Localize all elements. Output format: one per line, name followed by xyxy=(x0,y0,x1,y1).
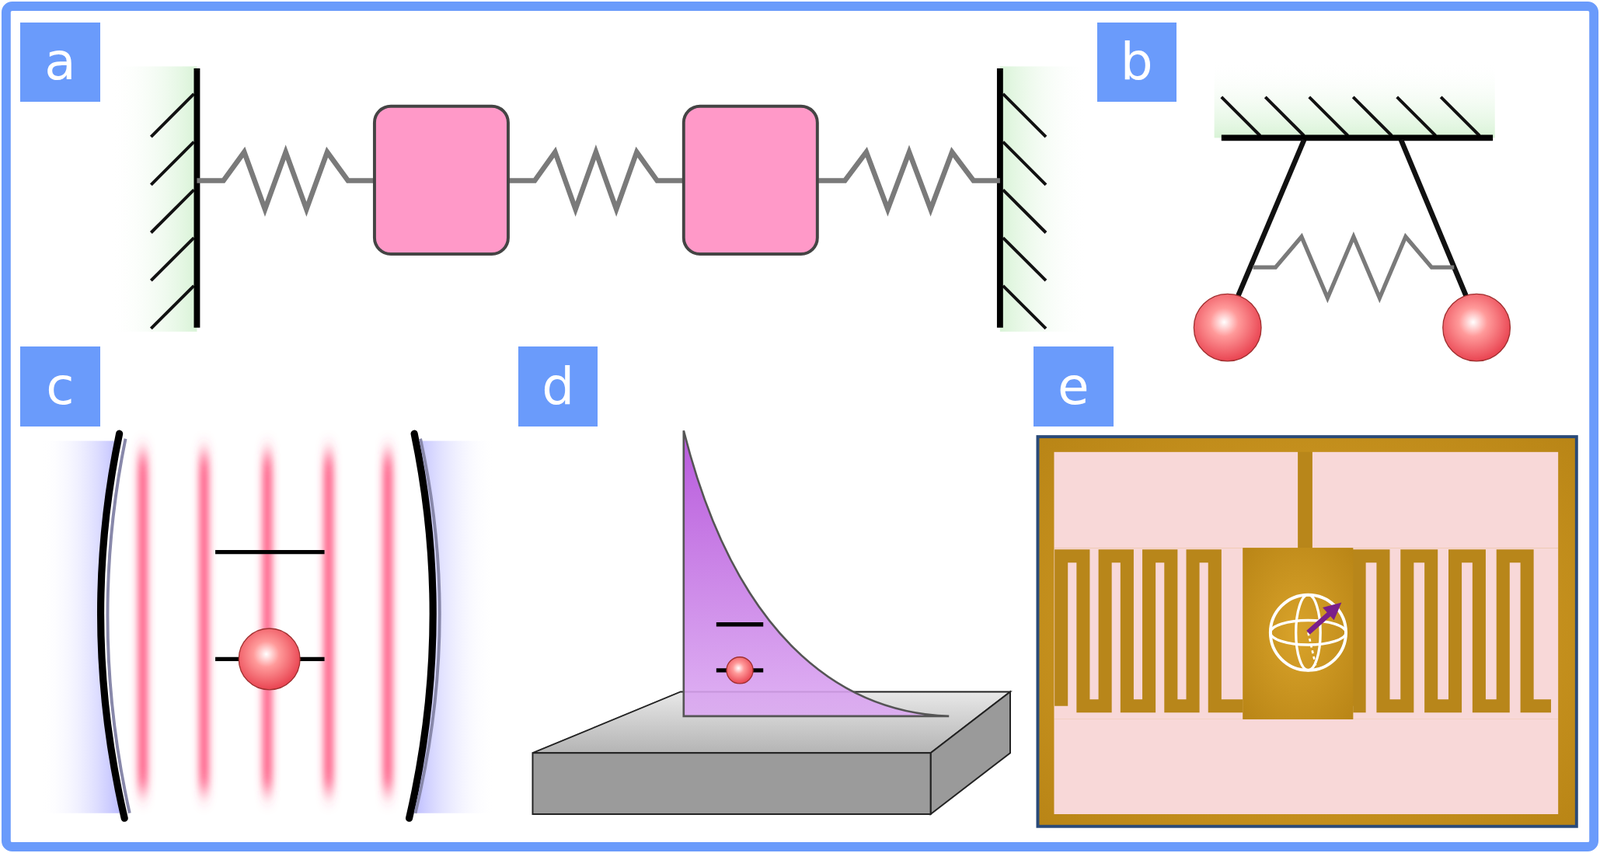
pad xyxy=(1312,452,1559,548)
pendulum-bob xyxy=(1443,293,1511,362)
wall-hatch xyxy=(150,285,194,329)
mass-block xyxy=(374,106,509,255)
ceiling-hatch xyxy=(1397,97,1437,136)
wall-hatch xyxy=(1003,237,1046,281)
standing-wave xyxy=(199,453,209,791)
pad xyxy=(1053,452,1298,548)
panel-letter: d xyxy=(541,361,575,413)
standing-wave xyxy=(139,453,148,791)
ceiling-hatch xyxy=(1221,97,1261,136)
ceiling-shade xyxy=(1214,61,1496,138)
ceiling-hatch xyxy=(1309,97,1349,136)
panel-label: e xyxy=(1033,346,1113,426)
atom xyxy=(726,657,753,684)
interdigitated-gap xyxy=(1061,556,1244,707)
panel-letter: a xyxy=(44,36,76,88)
comb-region xyxy=(1352,547,1559,720)
mass-block xyxy=(683,106,818,255)
wall-shade xyxy=(1000,66,1088,332)
substrate-front xyxy=(532,752,931,815)
spring xyxy=(508,152,684,210)
comb-region xyxy=(1053,547,1243,720)
wall xyxy=(193,68,200,328)
evanescent-coupling xyxy=(532,430,1011,815)
wall-hatch xyxy=(1003,142,1046,185)
wall-hatch xyxy=(1003,285,1046,329)
outer-frame xyxy=(6,6,1594,848)
standing-wave xyxy=(383,453,393,791)
panel-label: a xyxy=(20,22,100,102)
pad xyxy=(1053,719,1559,815)
mirror-edge xyxy=(107,439,129,814)
pendulum-rod xyxy=(1401,139,1473,312)
bloch-sphere xyxy=(1270,595,1346,671)
energy-level xyxy=(716,622,764,627)
pendulum-rod xyxy=(1231,139,1304,312)
panel-letter: b xyxy=(1120,36,1154,88)
ceiling-hatch xyxy=(1265,97,1304,136)
bloch-axis xyxy=(1307,632,1317,669)
spring xyxy=(818,152,1001,210)
superconducting-qubit xyxy=(1037,436,1576,827)
coupled-oscillators xyxy=(110,66,1088,332)
substrate-side xyxy=(930,691,1011,815)
ceiling-hatch xyxy=(1352,97,1392,136)
panel-letter: c xyxy=(45,361,74,413)
wall xyxy=(996,68,1004,328)
wall-hatch xyxy=(150,94,194,137)
coupled-pendulums xyxy=(1193,61,1510,362)
atom xyxy=(238,628,300,691)
spring xyxy=(196,152,374,210)
chip xyxy=(1037,436,1576,827)
state-vector-head xyxy=(1324,603,1340,618)
cavity-qed xyxy=(41,433,495,819)
panel-label: d xyxy=(518,346,598,426)
junction-island xyxy=(1242,547,1353,720)
feed-line xyxy=(1297,452,1312,548)
standing-wave xyxy=(324,453,334,791)
interdigitated-gap xyxy=(1352,556,1552,707)
wall-hatch xyxy=(1003,189,1046,233)
spring xyxy=(1253,237,1455,299)
energy-level xyxy=(215,550,325,555)
wall-hatch xyxy=(1003,94,1046,137)
wall-hatch xyxy=(150,237,194,281)
wall-hatch xyxy=(150,189,194,233)
evanescent-field xyxy=(683,430,949,717)
wall-hatch xyxy=(150,142,194,185)
mirror-edge xyxy=(414,439,440,814)
pendulum-bob xyxy=(1193,293,1262,362)
panel-label: c xyxy=(20,346,100,426)
ceiling-hatch xyxy=(1440,97,1480,136)
ceiling xyxy=(1221,134,1493,141)
standing-wave xyxy=(263,453,272,791)
panel-label: b xyxy=(1097,22,1177,102)
panel-letter: e xyxy=(1057,361,1090,413)
wall-shade xyxy=(110,66,198,332)
